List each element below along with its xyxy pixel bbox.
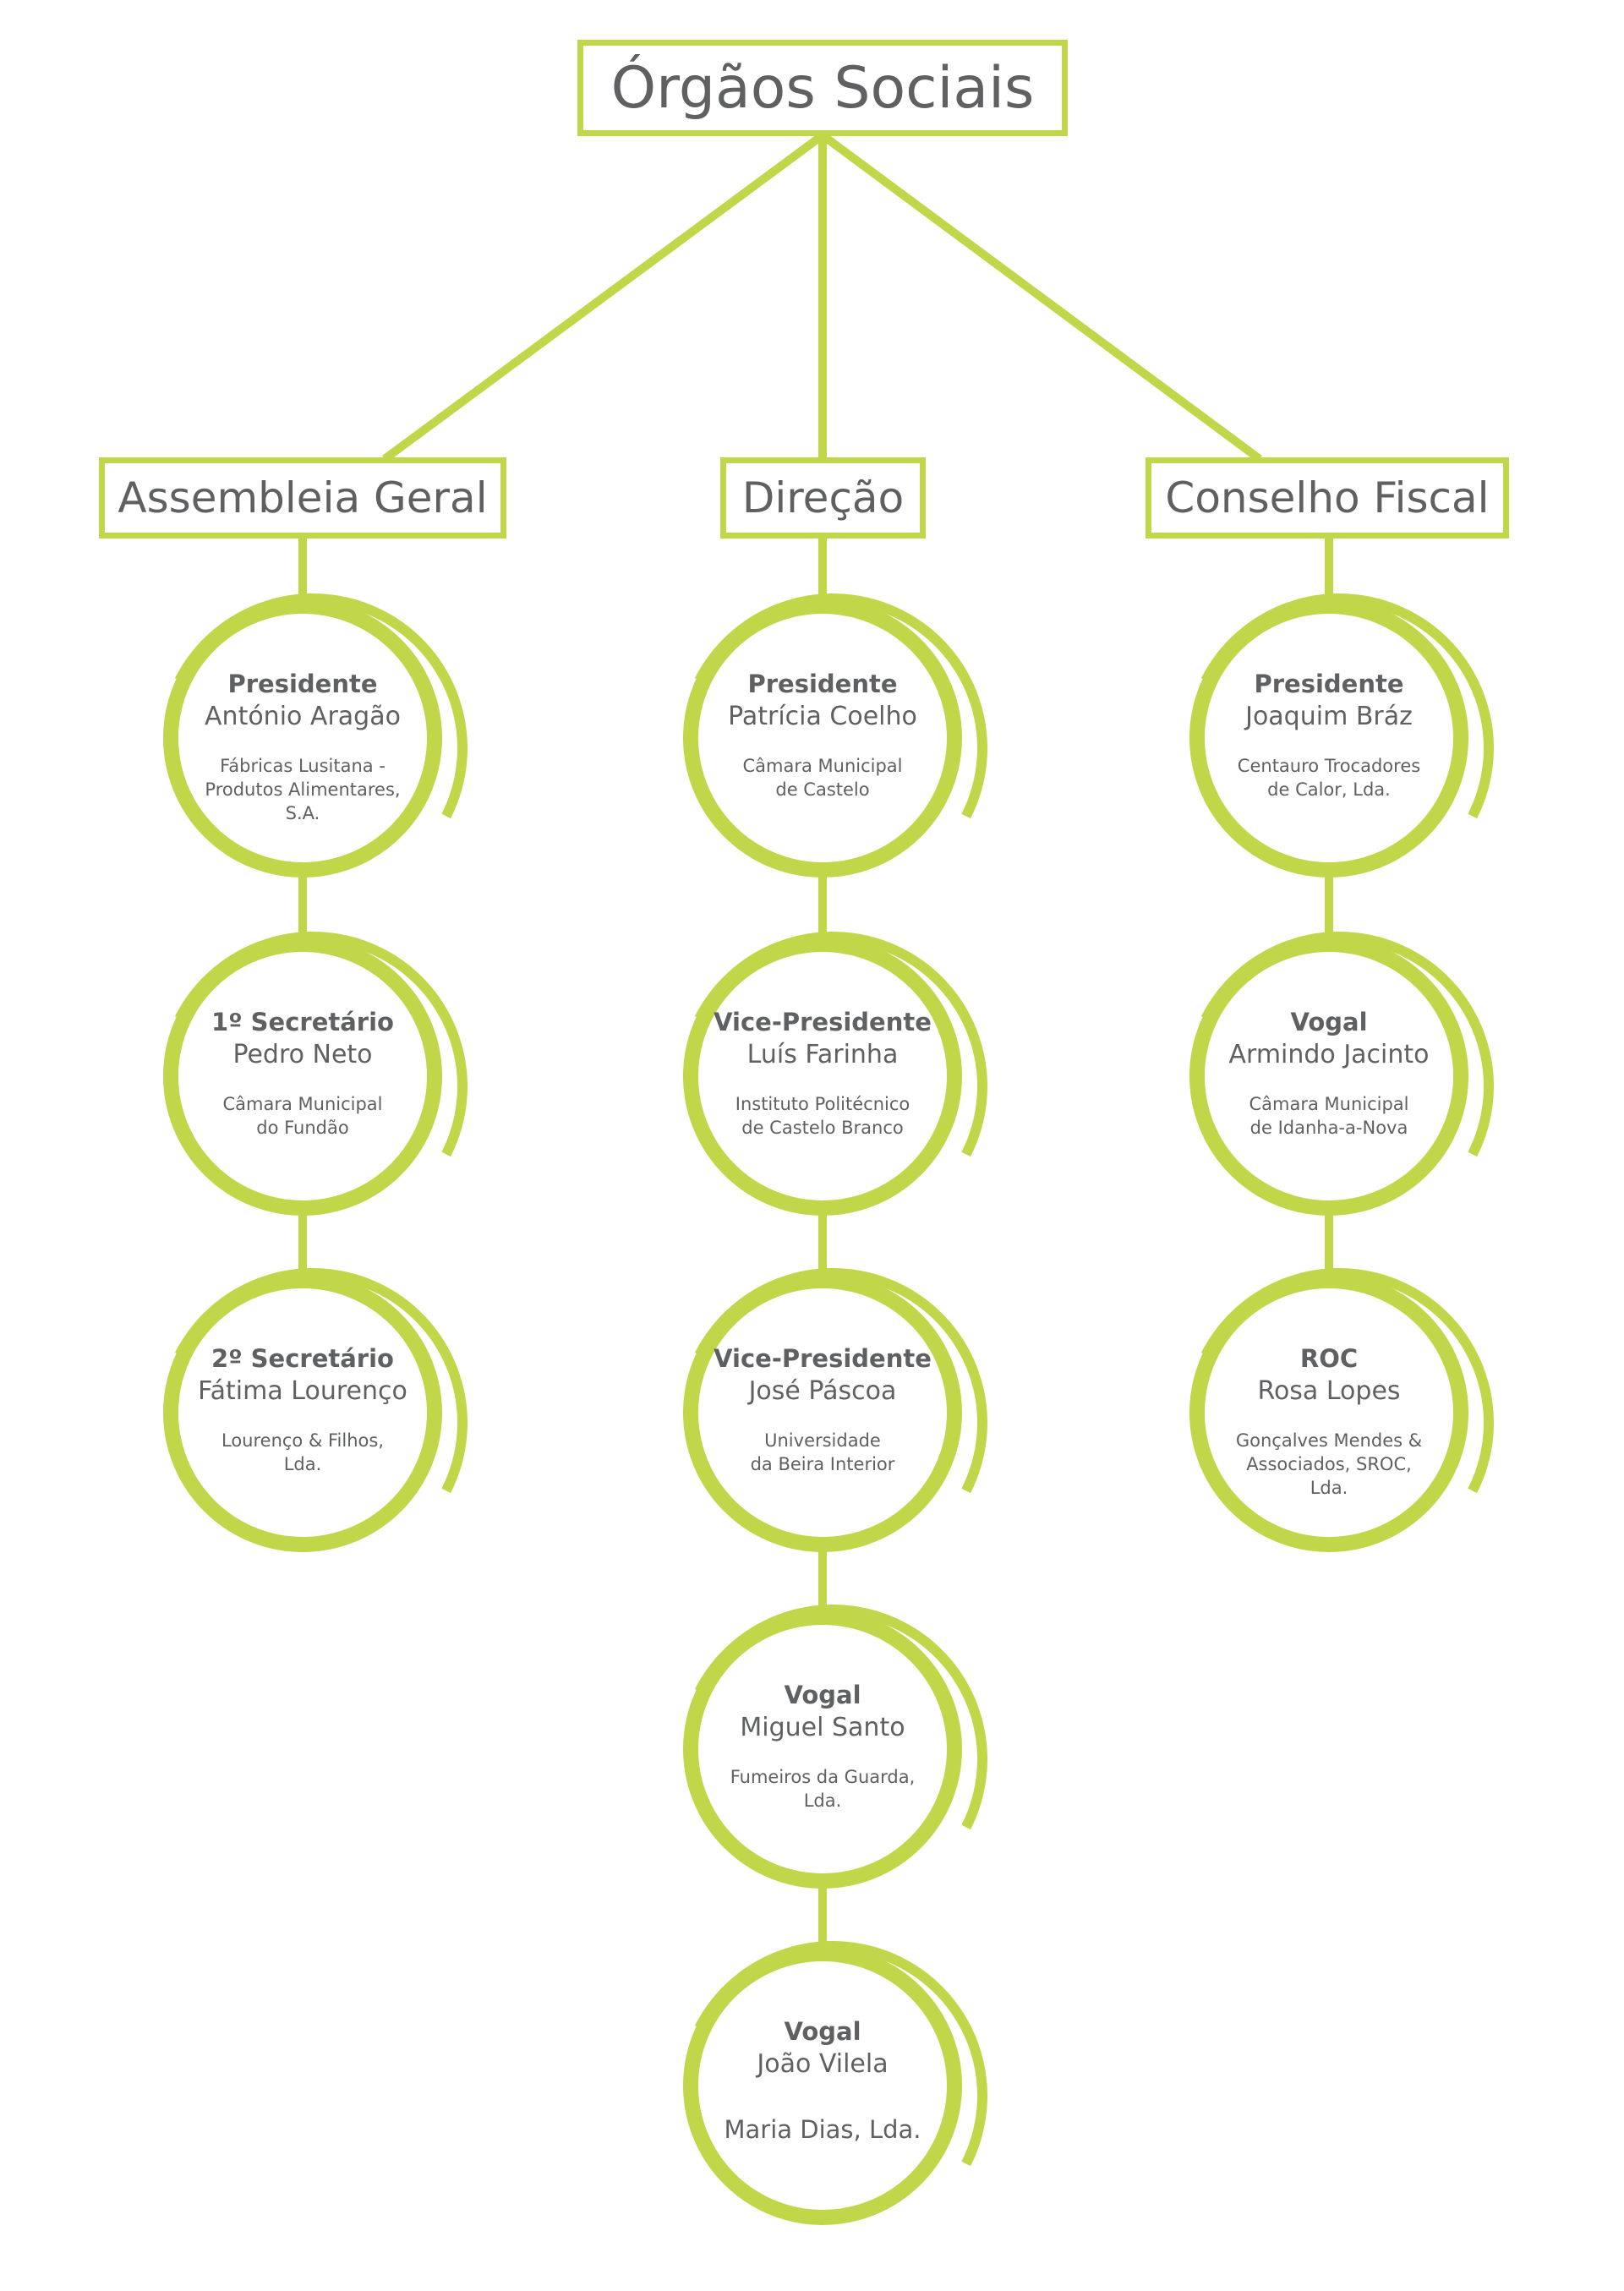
member-role: Presidente (747, 670, 898, 698)
member-role: Presidente (1254, 670, 1404, 698)
member-node: ROC Rosa Lopes Gonçalves Mendes & Associ… (1144, 1228, 1534, 1618)
member-node: 2º Secretário Fátima Lourenço Lourenço &… (118, 1228, 508, 1618)
member-organization: Lourenço & Filhos, Lda. (221, 1430, 384, 1474)
member-node: Presidente António Aragão Fábricas Lusit… (118, 553, 508, 943)
title-box: Órgãos Sociais (577, 40, 1068, 136)
member-name: António Aragão (205, 702, 401, 731)
group-box-conselho-fiscal: Conselho Fiscal (1146, 457, 1509, 539)
connector-root-conselho (820, 131, 1262, 463)
member-organization: Instituto Politécnico de Castelo Branco (735, 1094, 910, 1138)
member-organization: Fumeiros da Guarda, Lda. (730, 1767, 916, 1811)
member-name: Rosa Lopes (1257, 1376, 1401, 1406)
member-role: Vice-Presidente (714, 1344, 932, 1373)
member-node: Vogal Miguel Santo Fumeiros da Guarda, L… (637, 1564, 1028, 1955)
member-node: Vice-Presidente Luís Farinha Instituto P… (637, 891, 1028, 1282)
connector-root-assembleia (382, 131, 825, 463)
member-name: José Páscoa (748, 1376, 897, 1406)
member-name: Luís Farinha (746, 1040, 899, 1069)
group-box-assembleia-geral: Assembleia Geral (99, 457, 506, 539)
member-name: Fátima Lourenço (198, 1376, 407, 1406)
member-node: Vice-Presidente José Páscoa Universidade… (637, 1228, 1028, 1618)
member-name: Pedro Neto (232, 1040, 373, 1069)
member-organization: Centauro Trocadores de Calor, Lda. (1237, 756, 1421, 800)
member-organization: Fábricas Lusitana - Produtos Alimentares… (205, 756, 401, 823)
member-organization: Câmara Municipal de Idanha-a-Nova (1249, 1094, 1409, 1138)
member-node: Vogal Armindo Jacinto Câmara Municipal d… (1144, 891, 1534, 1282)
group-title: Assembleia Geral (118, 473, 488, 522)
member-organization: Câmara Municipal do Fundão (222, 1094, 383, 1138)
member-role: Vogal (784, 1681, 861, 1709)
group-title: Conselho Fiscal (1165, 473, 1490, 522)
member-role: Vice-Presidente (714, 1008, 932, 1036)
member-name: Miguel Santo (740, 1713, 905, 1742)
member-role: Vogal (1290, 1008, 1368, 1036)
member-name: Patrícia Coelho (728, 702, 917, 731)
member-role: Vogal (784, 2017, 861, 2046)
member-node: Presidente Patrícia Coelho Câmara Munici… (637, 553, 1028, 943)
member-organization: Câmara Municipal de Castelo (742, 756, 903, 800)
member-organization: Universidade da Beira Interior (750, 1430, 895, 1474)
group-box-direcao: Direção (720, 457, 926, 539)
member-role: Presidente (227, 670, 378, 698)
member-role: 1º Secretário (211, 1008, 394, 1036)
member-role: ROC (1299, 1344, 1359, 1373)
page-title: Órgãos Sociais (610, 54, 1035, 122)
member-organization: Maria Dias, Lda. (724, 2115, 921, 2144)
member-node: Vogal João Vilela Maria Dias, Lda. (637, 1900, 1028, 2291)
member-role: 2º Secretário (211, 1344, 394, 1373)
member-organization: Gonçalves Mendes & Associados, SROC, Lda… (1235, 1430, 1423, 1498)
member-name: Armindo Jacinto (1228, 1040, 1430, 1069)
member-name: João Vilela (757, 2049, 889, 2079)
member-name: Joaquim Bráz (1245, 702, 1413, 731)
member-node: Presidente Joaquim Bráz Centauro Trocado… (1144, 553, 1534, 943)
member-node: 1º Secretário Pedro Neto Câmara Municipa… (118, 891, 508, 1282)
group-title: Direção (741, 473, 905, 522)
